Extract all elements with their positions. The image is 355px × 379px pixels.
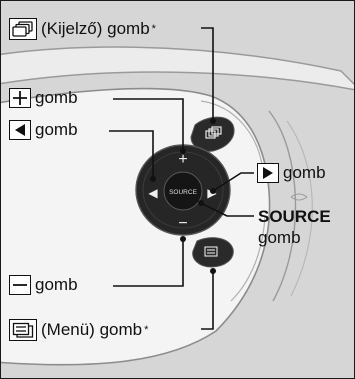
plus-button-callout: gomb <box>9 88 78 108</box>
display-button-callout: (Kijelző) gomb* <box>9 18 156 40</box>
plus-icon <box>9 88 31 108</box>
minus-button-label: gomb <box>35 275 78 294</box>
display-button-asterisk: * <box>151 23 156 35</box>
wheel-rim-top <box>1 46 354 91</box>
source-center-text: SOURCE <box>169 189 197 196</box>
source-button-callout: SOURCE gomb <box>258 206 331 248</box>
menu-button-asterisk: * <box>144 324 149 336</box>
left-button-callout: gomb <box>9 120 78 140</box>
left-arrow-icon <box>9 120 31 140</box>
left-button-label: gomb <box>35 120 78 139</box>
right-button-callout: gomb <box>257 163 326 183</box>
menu-button-shape <box>192 237 234 268</box>
menu-icon <box>9 319 37 341</box>
menu-button-callout: (Menü) gomb* <box>9 319 148 341</box>
display-icon <box>9 18 37 40</box>
source-button-title: SOURCE <box>258 207 331 226</box>
display-button-label: (Kijelző) gomb <box>41 19 150 38</box>
pad-left-arrow: ◀ <box>148 186 158 200</box>
source-center-button <box>163 171 203 211</box>
right-arrow-icon <box>257 163 279 183</box>
plus-button-label: gomb <box>35 88 78 107</box>
source-button-label: gomb <box>258 228 301 247</box>
minus-button-callout: gomb <box>9 275 78 295</box>
minus-icon <box>9 275 31 295</box>
menu-button-label: (Menü) gomb <box>41 320 143 339</box>
pad-minus-sign: − <box>178 215 187 232</box>
leader-lines <box>109 27 254 330</box>
right-button-label: gomb <box>283 163 326 182</box>
pad-plus-sign: + <box>178 151 187 168</box>
